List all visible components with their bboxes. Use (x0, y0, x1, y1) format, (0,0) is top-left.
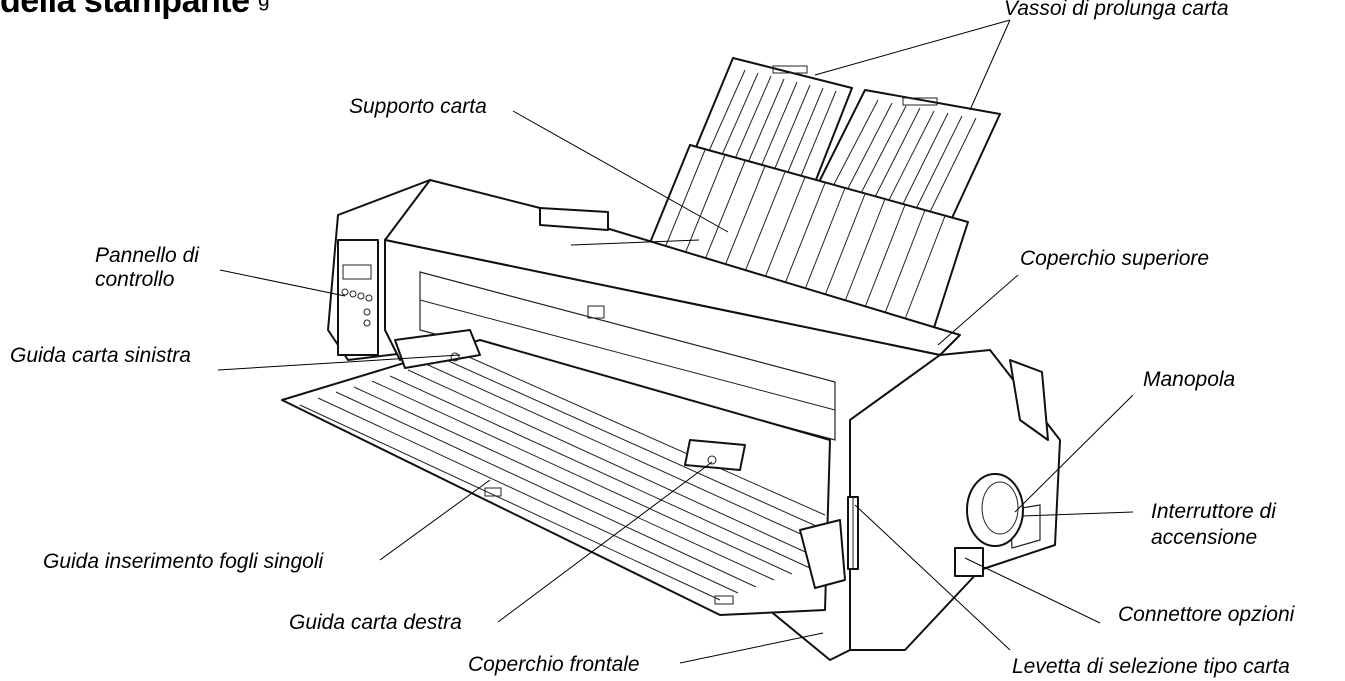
lcd-display (342, 264, 372, 280)
paper-type-lever (847, 496, 859, 570)
leader-lines (217, 19, 1134, 664)
label-manopola: Manopola (1143, 368, 1236, 391)
label-supporto: Supporto carta (349, 95, 487, 118)
figure-number-fragment: g (258, 0, 270, 12)
label-guida-inserimento: Guida inserimento fogli singoli (43, 550, 324, 573)
option-connector-port (954, 547, 984, 577)
label-coperchio-superiore: Coperchio superiore (1020, 247, 1210, 270)
label-interruttore-2: accensione (1151, 526, 1258, 549)
extension-tray-right (817, 89, 1001, 219)
right-housing (849, 349, 1061, 651)
label-guida-sinistra: Guida carta sinistra (10, 344, 191, 367)
knob (966, 473, 1024, 547)
label-pannello-1: Pannello di (95, 244, 199, 267)
label-interruttore-1: Interruttore di (1151, 500, 1276, 523)
label-vassoi: Vassoi di prolunga carta (1004, 0, 1229, 20)
label-connettore: Connettore opzioni (1118, 603, 1295, 626)
panel-buttons (341, 288, 373, 327)
page-title: della stampante (0, 0, 250, 20)
label-levetta: Levetta di selezione tipo carta (1012, 655, 1290, 678)
paper-guide-right (684, 439, 846, 589)
label-coperchio-frontale: Coperchio frontale (468, 653, 640, 676)
label-guida-destra: Guida carta destra (289, 611, 462, 634)
label-pannello-2: controllo (95, 268, 175, 291)
